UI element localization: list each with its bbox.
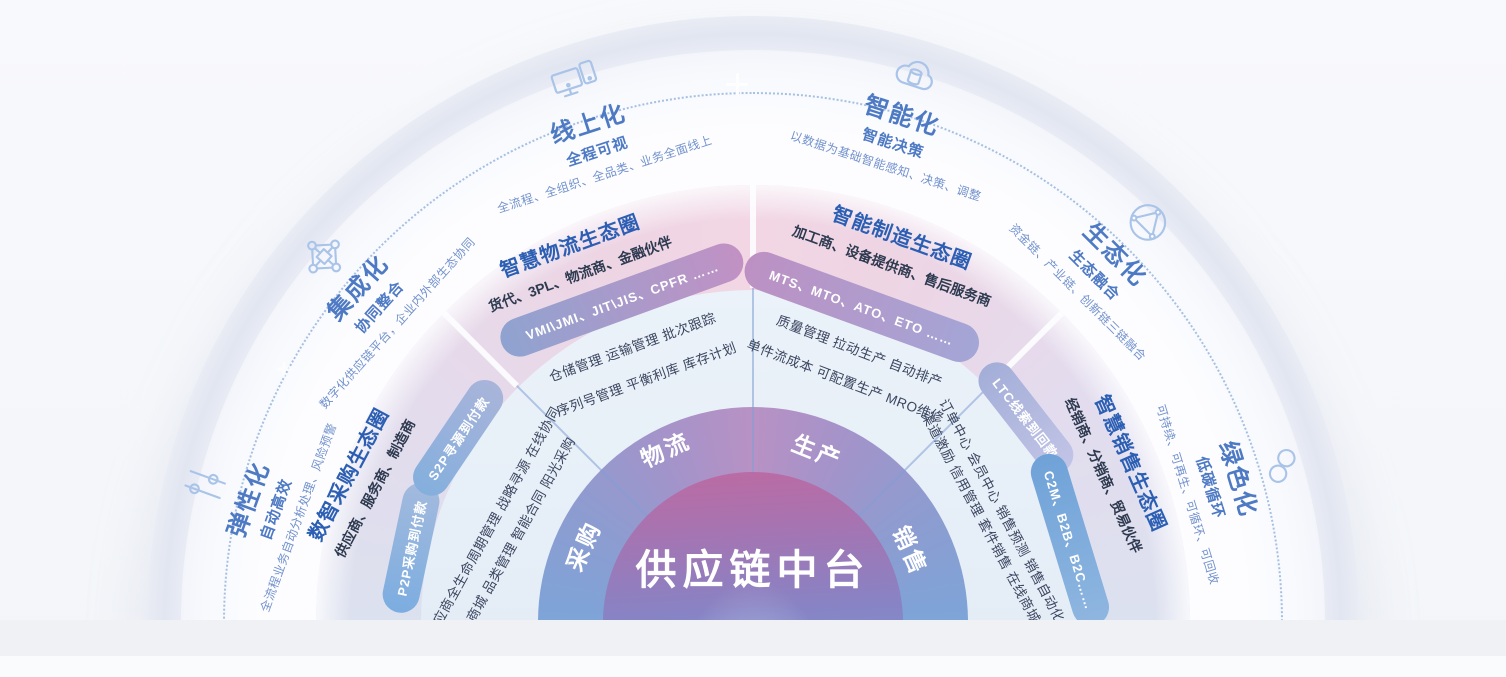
center-title: 供应链中台	[635, 547, 871, 593]
capability-intelligent: 智能化 智能决策 以数据为基础智能感知、决策、调整	[788, 21, 1018, 205]
capability-green: 绿色化 低碳循环 可持续、可再生、可循环、可回收	[1152, 369, 1331, 586]
cloud-database-icon	[895, 60, 933, 91]
infinity-loop-icon	[1268, 448, 1296, 483]
plus-icon	[276, 361, 292, 377]
bottom-strip-light	[0, 656, 1506, 677]
network-nodes-icon	[306, 239, 341, 274]
sliders-icon	[184, 470, 226, 500]
capability-ecological: 生态化 生态融合 资金链、产业链、创新链三链融合	[1006, 140, 1231, 365]
capability-elastic: 弹性化 自动高效 全流程业务自动分析处理、风险预警	[150, 382, 341, 614]
capability-integrated: 集成化 协同整合 数字化供应链平台，企业内外部生态协同	[231, 158, 478, 412]
capability-online: 线上化 全程可视 全流程、全组织、全品类、业务全面线上	[462, 29, 714, 216]
globe-network-icon	[1129, 203, 1166, 241]
diagram-arena: 弹性化 自动高效 全流程业务自动分析处理、风险预警 集成化 协同整合 数字化供应…	[147, 16, 1359, 620]
bottom-strip	[0, 620, 1506, 656]
plus-icon	[726, 73, 748, 95]
devices-icon	[550, 59, 597, 98]
